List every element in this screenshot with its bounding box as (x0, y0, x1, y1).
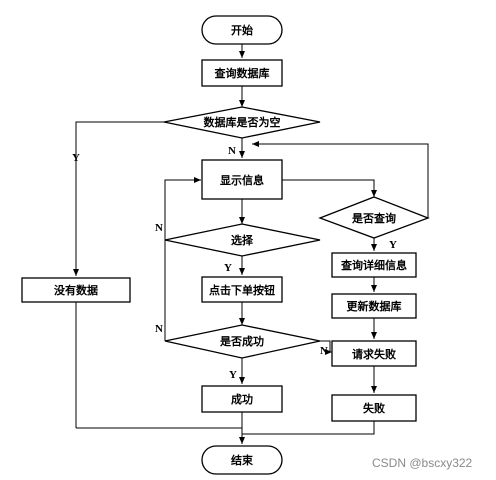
edge-show-isquery (282, 179, 377, 197)
node-start: 开始 (201, 15, 283, 45)
node-success-check-label: 是否成功 (219, 334, 264, 348)
label-select-yes: Y (224, 262, 232, 274)
node-no-data-label: 没有数据 (54, 283, 98, 297)
node-end-label: 结束 (230, 453, 254, 467)
node-db-empty-label: 数据库是否为空 (204, 115, 281, 129)
node-is-query: 是否查询 (318, 196, 430, 239)
node-update-db: 更新数据库 (331, 293, 417, 319)
node-show-info-label: 显示信息 (220, 173, 264, 187)
label-reqfail-no: N (320, 345, 328, 357)
node-fail-label: 失败 (363, 401, 385, 415)
edge-isquery-loop (252, 141, 429, 218)
node-db-empty: 数据库是否为空 (163, 106, 321, 139)
node-success-label: 成功 (231, 392, 253, 406)
watermark: CSDN @bscxy322 (372, 456, 473, 470)
edge-select-loop (164, 177, 201, 240)
node-success-check: 是否成功 (164, 324, 321, 359)
edge-dbempty-nodata (73, 121, 164, 276)
node-no-data: 没有数据 (21, 277, 131, 303)
label-dbempty-no: N (228, 145, 236, 157)
label-check-no: N (155, 323, 163, 335)
node-query-db-label: 查询数据库 (215, 66, 270, 80)
edges (73, 44, 429, 444)
label-isquery-yes: Y (389, 239, 397, 251)
node-show-info: 显示信息 (201, 159, 283, 200)
node-update-db-label: 更新数据库 (347, 299, 402, 313)
node-request-fail: 请求失败 (331, 340, 417, 367)
node-select: 选择 (164, 223, 321, 257)
node-click-order-label: 点击下单按钮 (209, 283, 275, 297)
node-success: 成功 (201, 385, 283, 413)
node-query-detail: 查询详细信息 (331, 252, 417, 278)
node-query-db: 查询数据库 (201, 59, 283, 87)
label-check-yes: Y (229, 369, 237, 381)
node-request-fail-label: 请求失败 (352, 347, 396, 361)
node-start-label: 开始 (231, 23, 253, 37)
edge-check-reqfail (320, 340, 332, 355)
node-is-query-label: 是否查询 (351, 211, 396, 225)
node-select-label: 选择 (231, 233, 254, 247)
node-query-detail-label: 查询详细信息 (341, 258, 407, 272)
edge-fail-end (242, 421, 375, 435)
node-fail: 失败 (331, 394, 417, 422)
label-select-no: N (155, 222, 163, 234)
label-dbempty-yes: Y (72, 152, 80, 164)
node-end: 结束 (201, 445, 283, 475)
node-click-order: 点击下单按钮 (201, 276, 283, 303)
